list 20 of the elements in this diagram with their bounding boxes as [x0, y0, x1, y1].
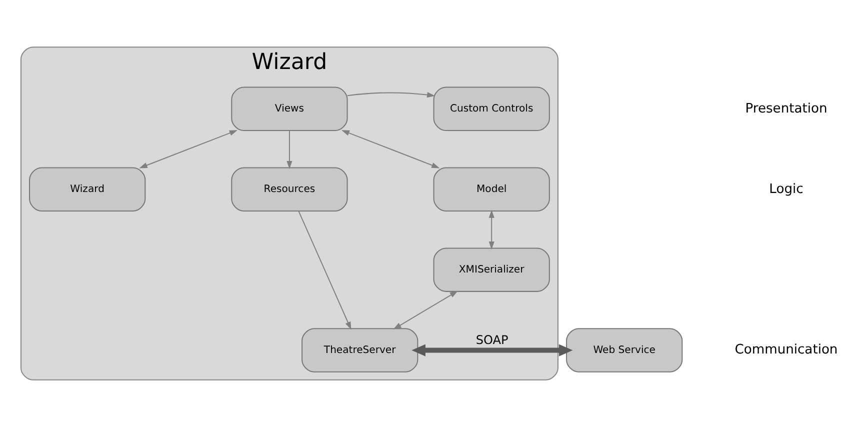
node-box: Views	[231, 86, 348, 132]
node-box: TheatreServer	[302, 328, 418, 372]
node-box: Custom Controls	[433, 86, 550, 132]
arrow	[341, 130, 440, 168]
arrow	[347, 92, 436, 98]
node-box: Model	[433, 167, 550, 212]
arrow	[393, 290, 458, 330]
node-box: Wizard	[29, 167, 146, 212]
label: Communication	[734, 342, 838, 358]
node-box: Web Service	[566, 328, 683, 372]
arrow	[139, 130, 238, 168]
label: Presentation	[745, 101, 828, 116]
arrow	[298, 210, 352, 330]
arrow	[412, 344, 573, 356]
node-box: XMISerializer	[433, 248, 550, 292]
arrow	[488, 210, 494, 250]
arrow	[286, 130, 292, 170]
node-box: Resources	[231, 167, 348, 212]
edge-label: SOAP	[476, 332, 508, 347]
label: Logic	[769, 182, 804, 197]
